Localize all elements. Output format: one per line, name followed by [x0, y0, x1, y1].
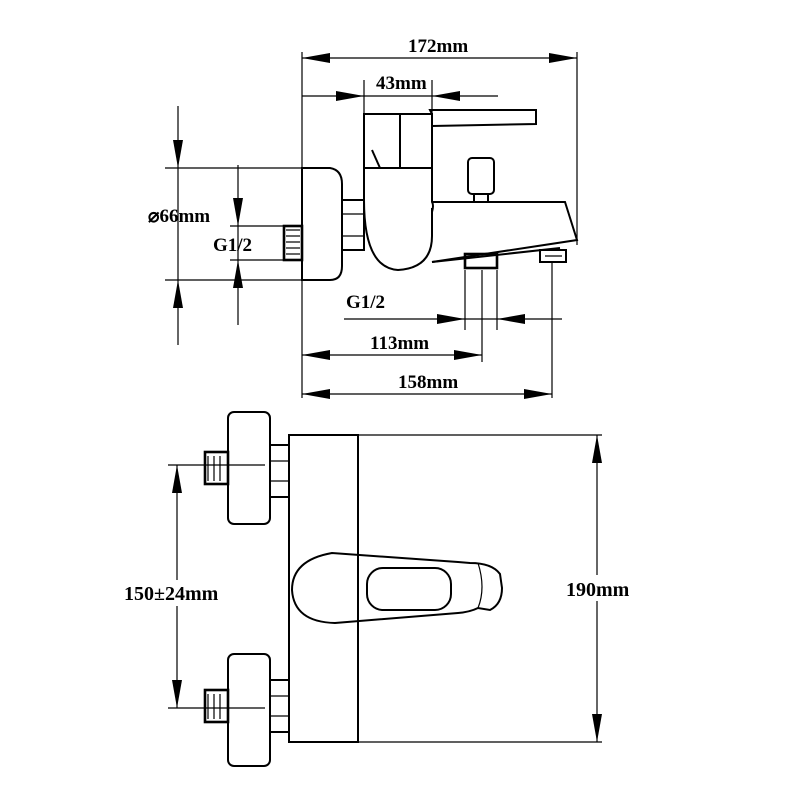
top-view: 150±24mm 190mm — [120, 411, 630, 767]
dim-outlet-distance: 113mm — [370, 333, 429, 354]
dim-escutcheon-diameter: ⌀66mm — [148, 206, 210, 227]
dim-inlet-spacing: 150±24mm — [124, 583, 219, 605]
dim-lever-width: 43mm — [376, 73, 427, 94]
dim-inlet-thread: G1/2 — [213, 235, 252, 256]
dim-spout-length: 158mm — [398, 372, 458, 393]
dim-overall-length: 172mm — [408, 36, 468, 57]
side-view: 172mm 43mm ⌀66mm G1/2 G1/2 113mm 158mm — [148, 36, 579, 399]
dim-body-length: 190mm — [566, 579, 630, 601]
dim-outlet-thread: G1/2 — [346, 292, 385, 313]
